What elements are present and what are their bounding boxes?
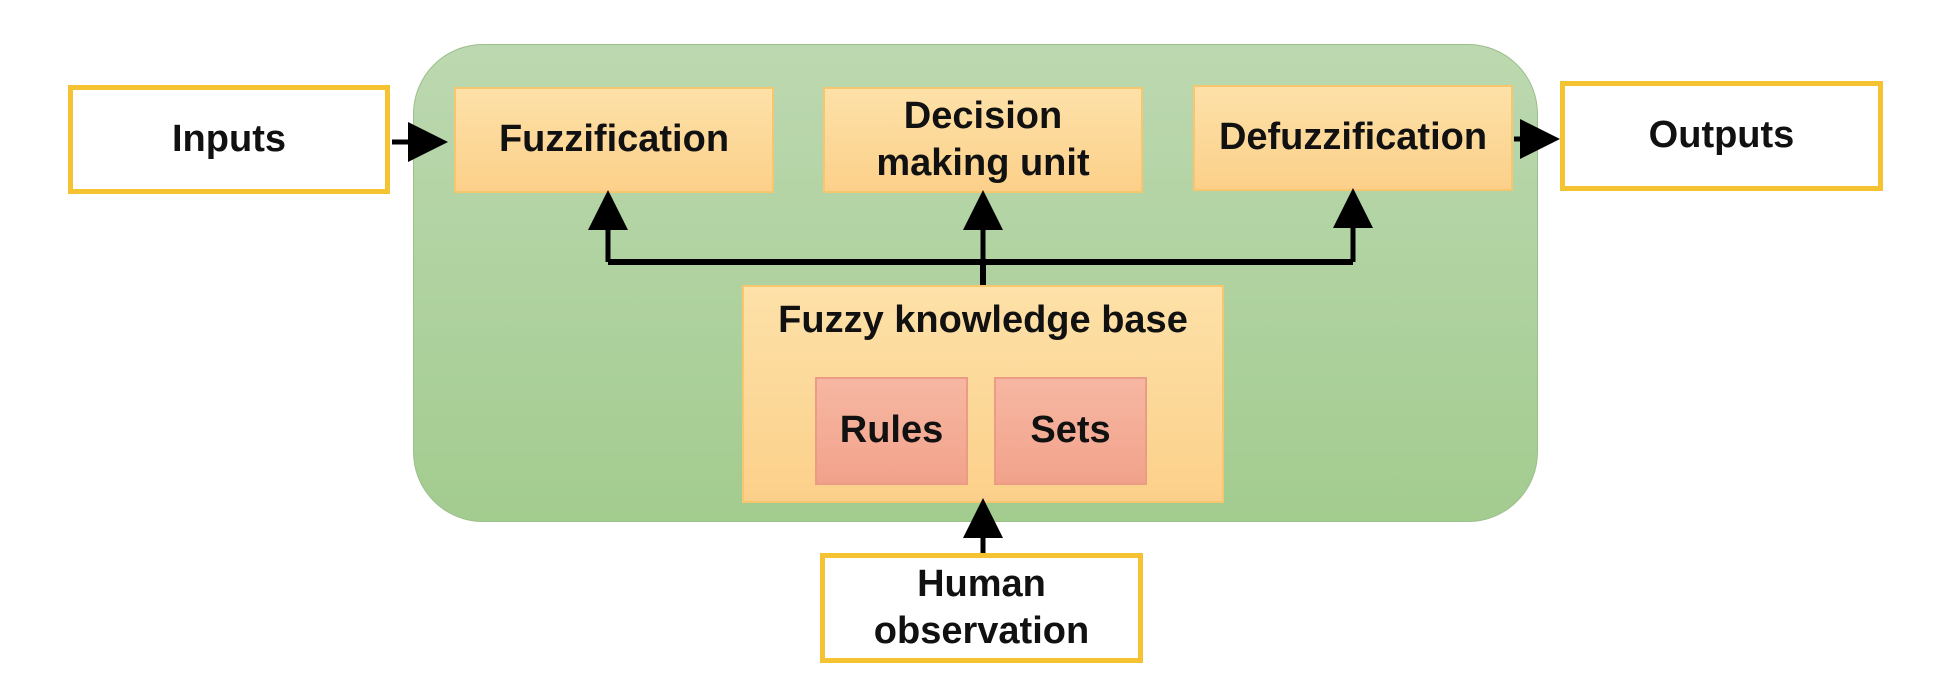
inputs-label: Inputs xyxy=(172,117,286,160)
decision-making-unit-label: Decision making unit xyxy=(876,94,1090,185)
outputs-label: Outputs xyxy=(1648,114,1795,157)
inputs-box: Inputs xyxy=(68,85,390,194)
defuzzification-label: Defuzzification xyxy=(1218,116,1488,159)
fuzzy-knowledge-base-label: Fuzzy knowledge base xyxy=(778,299,1188,341)
outputs-box: Outputs xyxy=(1560,81,1883,191)
decision-making-unit-box: Decision making unit xyxy=(823,87,1143,193)
human-observation-label: Human observation xyxy=(873,562,1090,653)
rules-label: Rules xyxy=(839,409,944,452)
defuzzification-box: Defuzzification xyxy=(1193,85,1513,191)
human-observation-box: Human observation xyxy=(820,553,1143,663)
sets-label: Sets xyxy=(1030,409,1111,452)
fuzzification-label: Fuzzification xyxy=(498,118,730,161)
sets-box: Sets xyxy=(994,377,1147,485)
fuzzification-box: Fuzzification xyxy=(454,87,774,193)
rules-box: Rules xyxy=(815,377,968,485)
